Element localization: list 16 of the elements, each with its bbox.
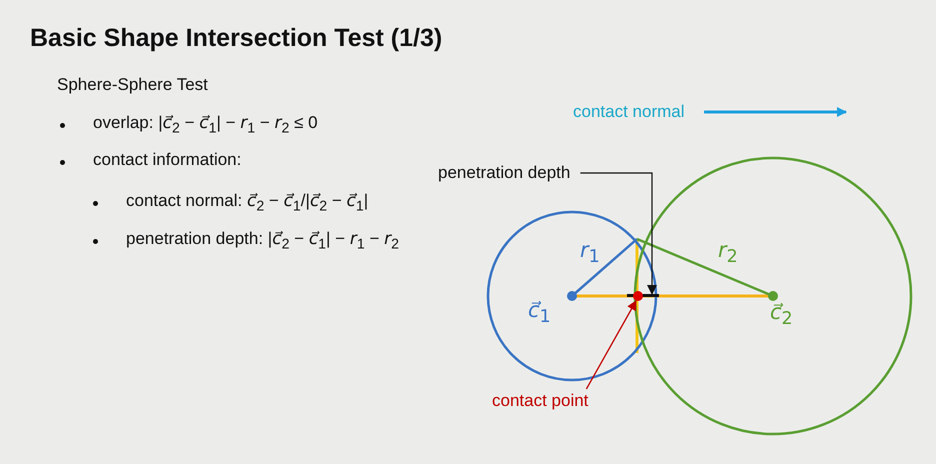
callout-text: contact point (492, 391, 588, 411)
bullet-text: penetration depth: |c⃗$_{2}$ − c⃗$_{1}$| − r$_{1}$ − r$_{2}$ (126, 229, 399, 252)
center-label: c⃗$_{1}$ (528, 298, 551, 328)
leader-line (586, 300, 637, 390)
contact-point-dot (633, 291, 643, 301)
callout-text: penetration depth (438, 163, 570, 183)
radius-label: r$_{1}$ (580, 238, 600, 268)
bullet-text: contact normal: c⃗$_{2}$ − c⃗$_{1}$/|c⃗$_{2}$ − c⃗$_{1}$| (126, 191, 368, 214)
subheading: Sphere-Sphere Test (57, 75, 208, 95)
bullet-text: contact information: (93, 150, 242, 170)
arrow-label: contact normal (573, 102, 684, 122)
bullet-text: overlap: |c⃗$_{2}$ − c⃗$_{1}$| − r$_{1}$ − r$_{2}$ ≤ 0 (93, 113, 318, 136)
center-label: c⃗$_{2}$ (770, 300, 793, 330)
radius-label: r$_{2}$ (718, 238, 738, 268)
leader-line (580, 172, 657, 295)
slide-title: Basic Shape Intersection Test (1/3) (30, 24, 442, 53)
